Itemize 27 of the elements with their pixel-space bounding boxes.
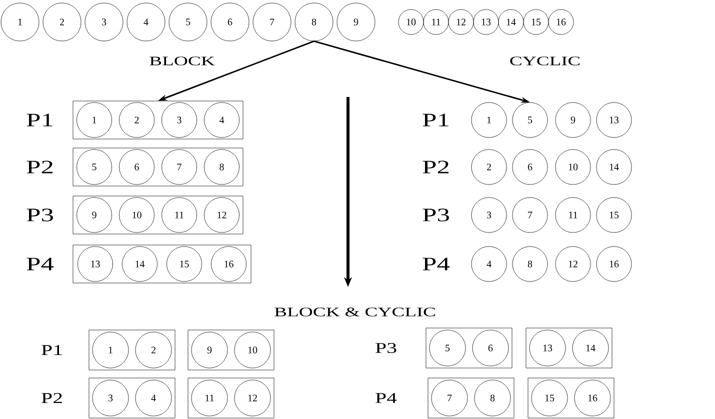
processor-label: P2 [42, 393, 62, 403]
group-box [72, 148, 244, 186]
group-box [88, 378, 176, 418]
processor-label: P3 [422, 208, 449, 222]
group-box [72, 196, 244, 234]
group-box [428, 378, 514, 418]
section-title: BLOCK [150, 56, 215, 66]
group-box [526, 328, 612, 368]
section-title: BLOCK & CYCLIC [274, 308, 435, 316]
processor-label: P4 [422, 258, 450, 270]
processor-label: P1 [42, 345, 62, 355]
group-box [88, 330, 176, 370]
processor-label: P2 [422, 160, 449, 174]
group-box [188, 330, 274, 370]
processor-label: P2 [26, 160, 53, 174]
processor-label: P4 [376, 393, 397, 403]
processor-label: P3 [376, 343, 396, 354]
processor-label: P4 [26, 258, 54, 270]
group-box [426, 328, 512, 368]
processor-label: P3 [26, 208, 53, 222]
group-box [72, 100, 244, 140]
group-box [528, 378, 614, 418]
section-title: CYCLIC [510, 56, 580, 66]
processor-label: P1 [26, 114, 52, 126]
processor-label: P1 [422, 114, 448, 126]
group-box [72, 244, 252, 284]
group-box [188, 378, 274, 418]
